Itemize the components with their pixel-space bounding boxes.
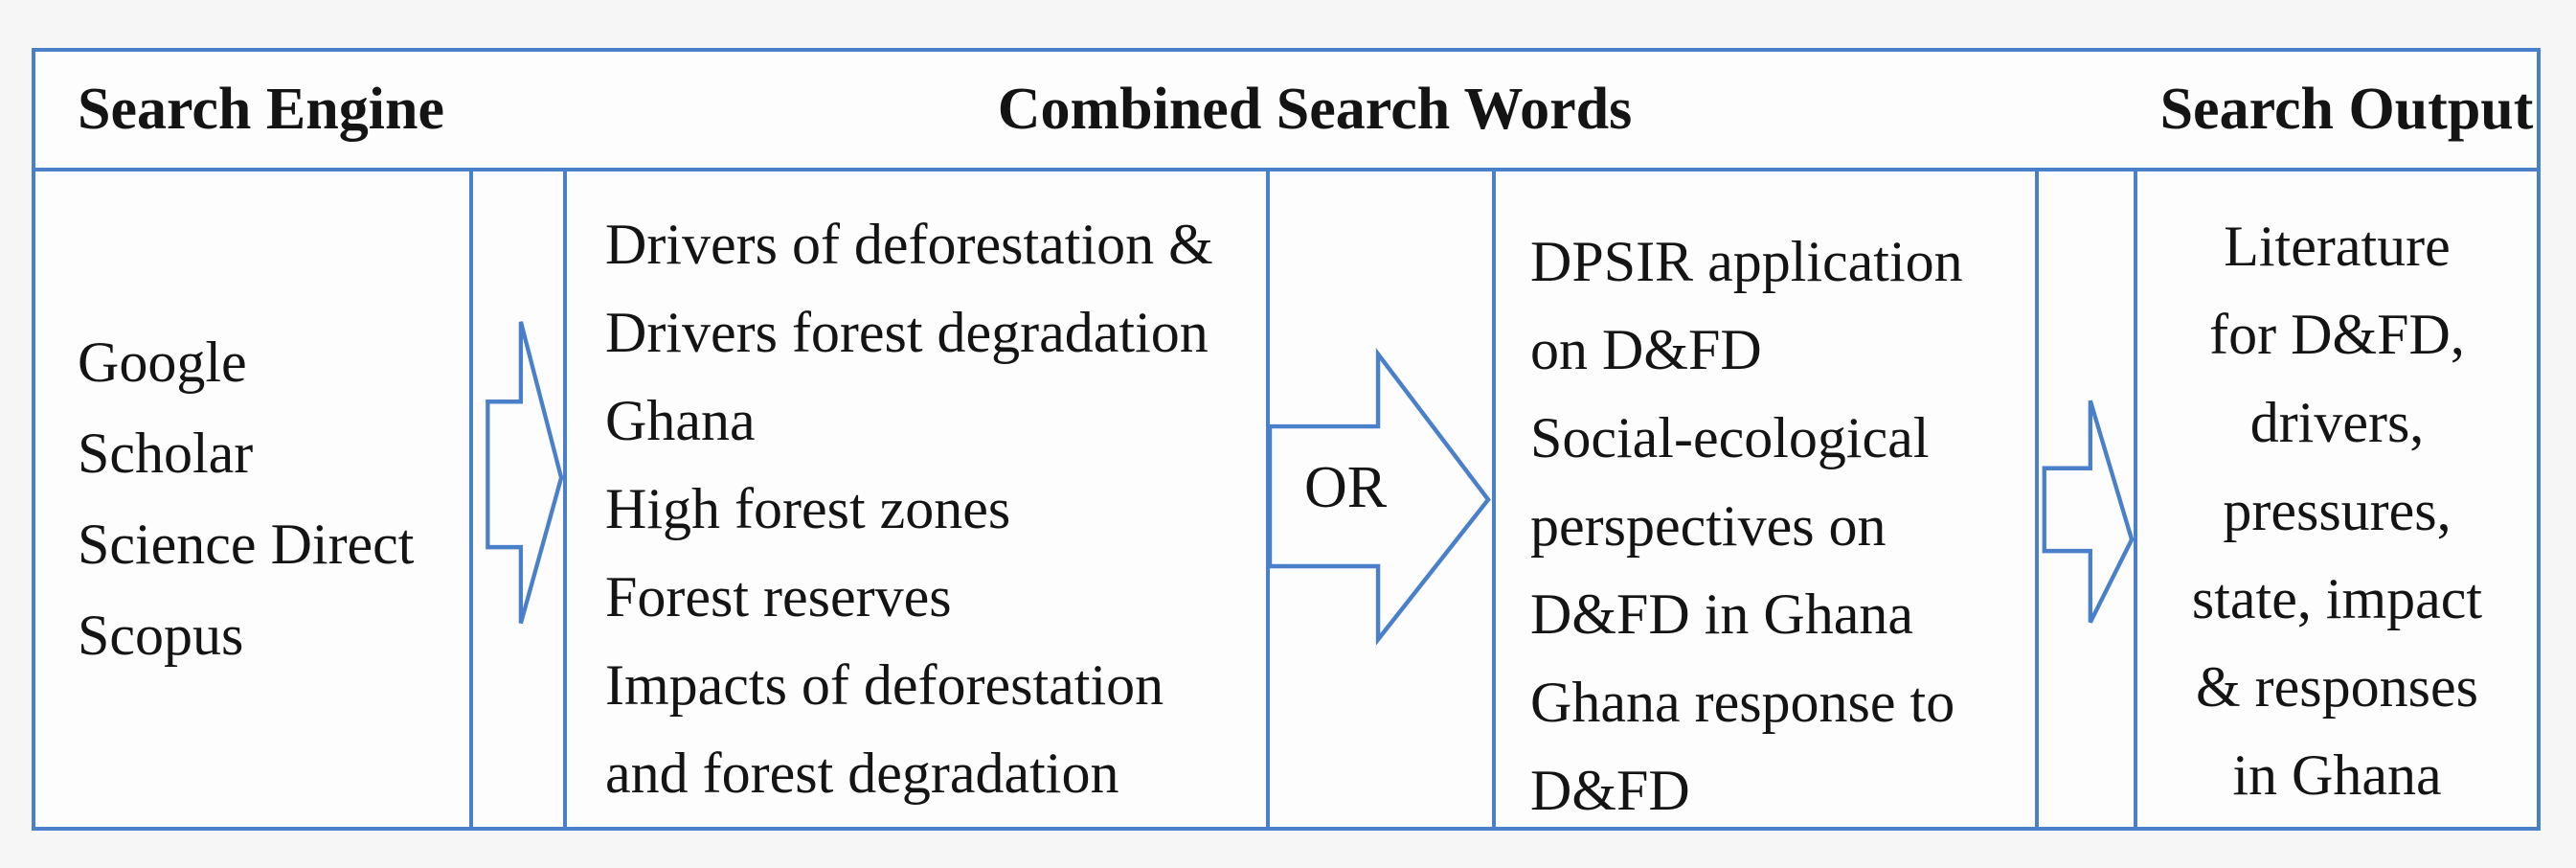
- search-term-line: perspectives on: [1530, 494, 1887, 558]
- combined-words-cell-1: Drivers of deforestation & Drivers fores…: [563, 171, 1266, 827]
- or-operator-label: OR: [1304, 455, 1388, 520]
- output-line: & responses: [2196, 655, 2478, 719]
- table-body-row: Google Scholar Science Direct Scopus Dri…: [35, 171, 2537, 827]
- flow-arrow-icon: [486, 321, 563, 625]
- search-term-line: and forest degradation: [605, 742, 1119, 805]
- search-term-line: D&FD in Ghana: [1530, 582, 1913, 646]
- flow-arrow-icon: [1270, 348, 1491, 646]
- header-search-engine: Search Engine: [78, 77, 444, 142]
- output-line: Literature: [2224, 215, 2451, 278]
- table-header-row: Search Engine Combined Search Words Sear…: [35, 52, 2537, 171]
- search-engine-item: Scholar: [78, 422, 254, 485]
- search-output-cell: Literature for D&FD, drivers, pressures,…: [2134, 171, 2537, 827]
- search-term-line: D&FD: [1530, 759, 1690, 822]
- flow-arrow-icon: [2042, 400, 2134, 624]
- search-strategy-table: Search Engine Combined Search Words Sear…: [32, 48, 2541, 831]
- flow-arrow-cell-1: [469, 171, 563, 827]
- search-term-line: Impacts of deforestation: [605, 653, 1164, 717]
- search-engine-item: Google: [78, 331, 247, 394]
- output-line: pressures,: [2223, 479, 2452, 542]
- search-term-line: Forest reserves: [605, 565, 952, 628]
- output-line: for D&FD,: [2209, 303, 2465, 366]
- search-term-line: Drivers forest degradation: [605, 301, 1209, 364]
- search-engines-cell: Google Scholar Science Direct Scopus: [35, 171, 469, 827]
- search-term-line: Ghana response to: [1530, 671, 1955, 734]
- search-term-line: Social-ecological: [1530, 406, 1930, 469]
- output-line: state, impact: [2191, 567, 2483, 630]
- search-term-line: Drivers of deforestation &: [605, 213, 1213, 276]
- search-term-line: High forest zones: [605, 477, 1011, 540]
- header-combined-search-words: Combined Search Words: [997, 77, 1633, 142]
- header-search-output: Search Output: [2159, 77, 2534, 142]
- search-term-line: DPSIR application: [1530, 230, 1963, 293]
- search-term-line: Ghana: [605, 389, 756, 452]
- search-engines-list: Google Scholar Science Direct Scopus: [35, 317, 414, 681]
- output-line: in Ghana: [2232, 743, 2442, 807]
- output-line: drivers,: [2249, 391, 2425, 454]
- combined-words-cell-2: DPSIR application on D&FD Social-ecologi…: [1492, 171, 2035, 827]
- or-operator-cell: OR: [1266, 171, 1492, 827]
- search-engine-item: Scopus: [78, 604, 244, 667]
- search-engine-item: Science Direct: [78, 513, 415, 576]
- flow-arrow-cell-2: [2035, 171, 2134, 827]
- search-term-line: on D&FD: [1530, 318, 1762, 381]
